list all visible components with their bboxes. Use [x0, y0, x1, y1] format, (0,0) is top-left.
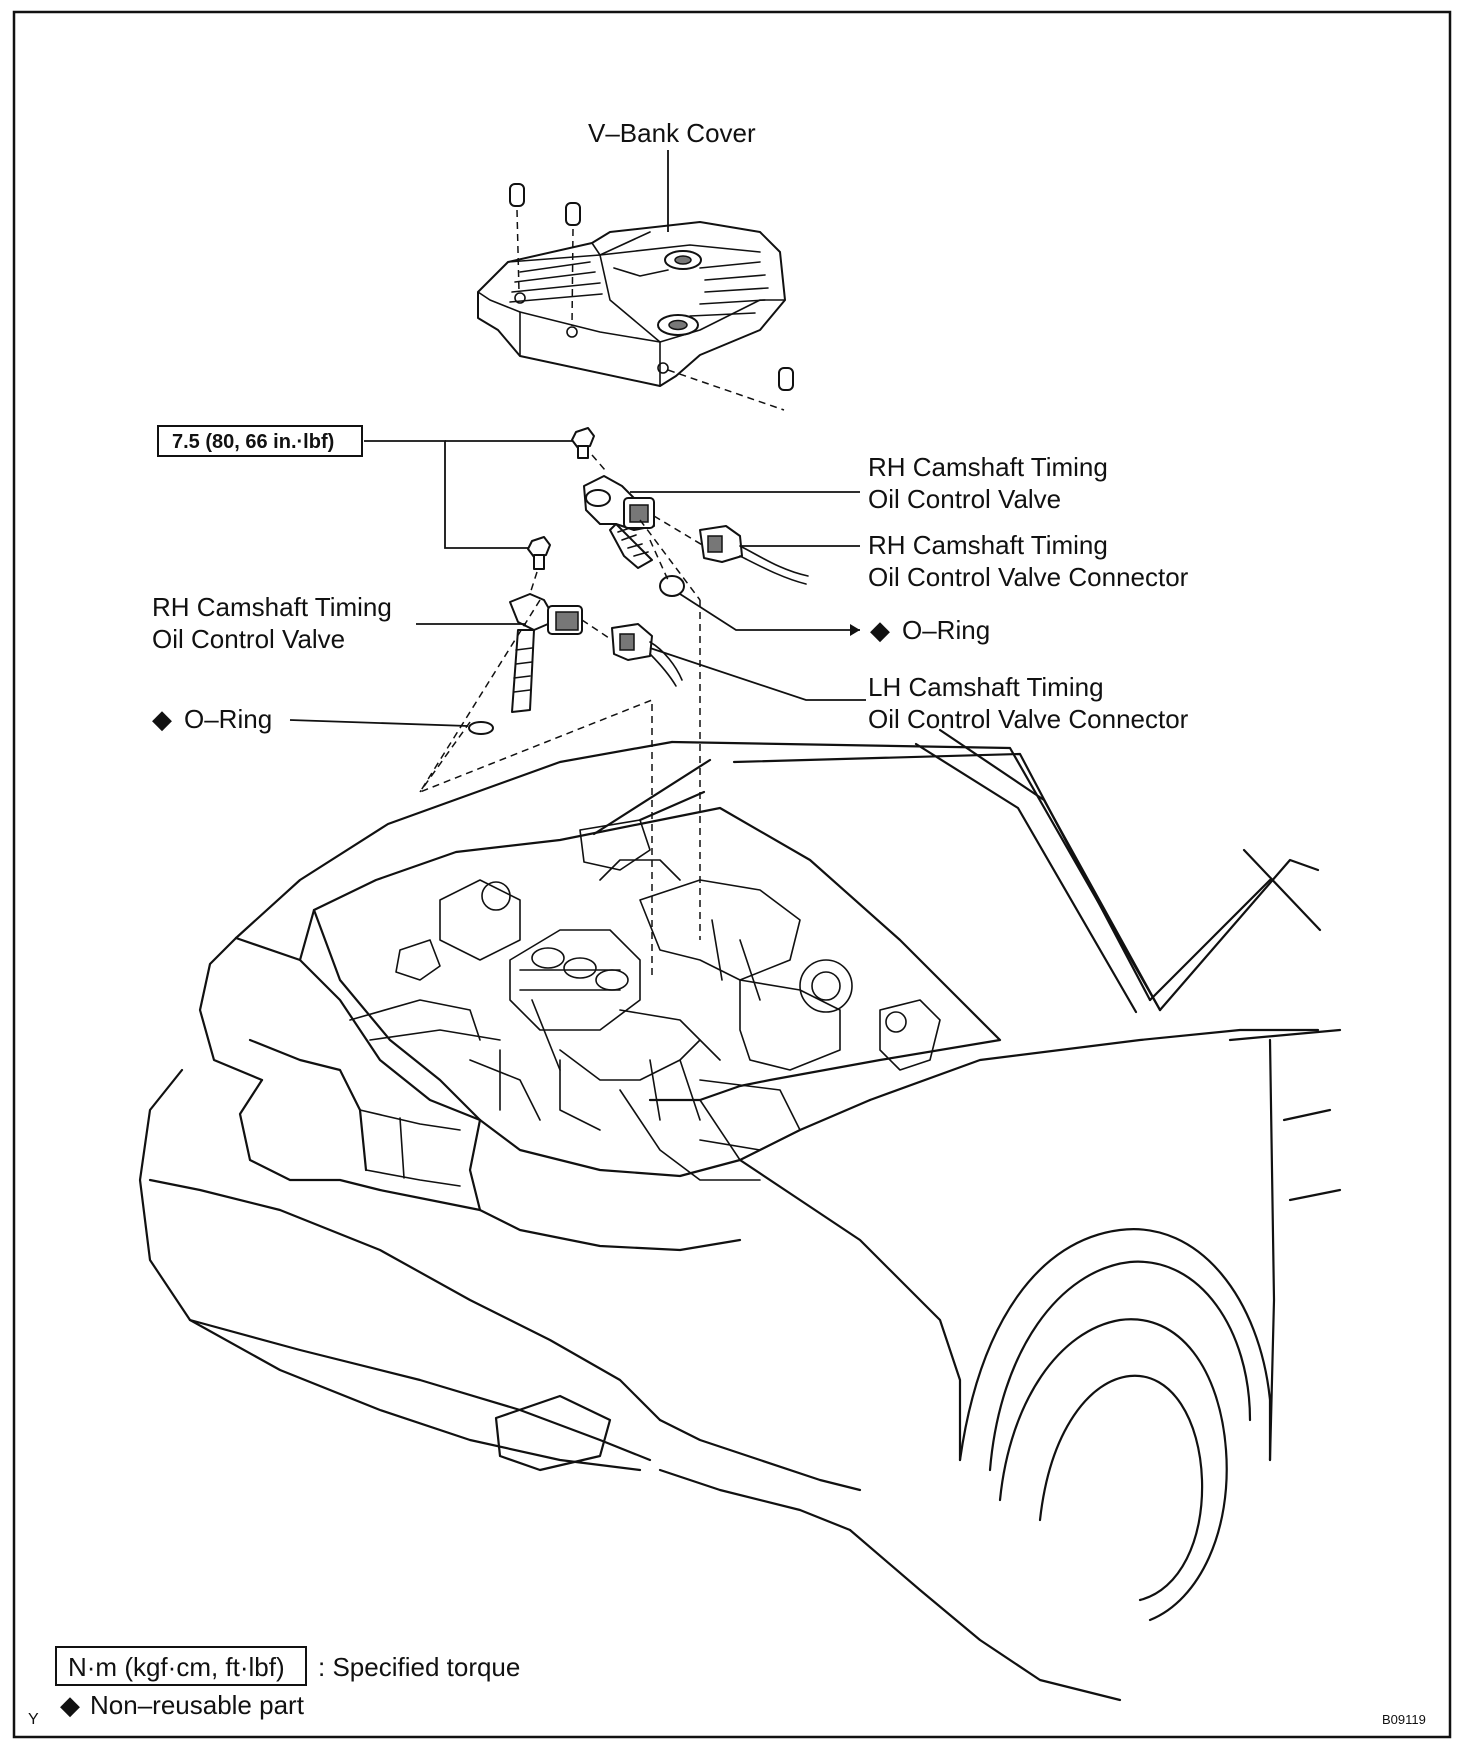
legend-torque-box-text: N·m (kgf·cm, ft·lbf)	[68, 1652, 285, 1682]
rh-valve-label-line1: RH Camshaft Timing	[868, 452, 1108, 482]
o-ring-upper-part	[659, 575, 685, 597]
o-ring-lower-part	[468, 721, 494, 735]
v-bank-cover-illustration	[477, 221, 786, 387]
legend-nonreusable-marker: ◆	[60, 1690, 80, 1720]
o-ring-right-marker: ◆	[870, 615, 890, 645]
legend-torque-text: : Specified torque	[318, 1652, 520, 1682]
bolt-upper	[571, 427, 606, 471]
diagram-frame	[12, 10, 1452, 1739]
rh-connector-part	[699, 525, 809, 585]
vehicle-illustration	[138, 728, 1342, 1702]
rh-connector-label-line1: RH Camshaft Timing	[868, 530, 1108, 560]
corner-mark: Y	[28, 1711, 39, 1728]
v-bank-cover-label: V–Bank Cover	[588, 118, 756, 148]
torque-value-label: 7.5 (80, 66 in.·lbf)	[172, 431, 334, 453]
lh-oil-control-valve-part	[509, 593, 583, 713]
bolt-lower	[527, 536, 551, 601]
rh-oil-control-valve-part	[583, 475, 655, 569]
left-valve-label-line2: Oil Control Valve	[152, 624, 345, 654]
lh-connector-label-line1: LH Camshaft Timing	[868, 672, 1104, 702]
o-ring-left-marker: ◆	[152, 704, 172, 734]
rh-connector-label-line2: Oil Control Valve Connector	[868, 562, 1189, 592]
o-ring-left-label: O–Ring	[184, 704, 272, 734]
left-valve-label-line1: RH Camshaft Timing	[152, 592, 392, 622]
legend-torque-box	[55, 1646, 307, 1686]
torque-value-box	[157, 425, 363, 457]
lh-connector-part	[611, 623, 683, 687]
legend-nonreusable-text: Non–reusable part	[90, 1690, 305, 1720]
grommet-parts	[509, 183, 794, 411]
o-ring-right-label: O–Ring	[902, 615, 990, 645]
figure-code: B09119	[1382, 1712, 1426, 1727]
rh-valve-label-line2: Oil Control Valve	[868, 484, 1061, 514]
lh-connector-label-line2: Oil Control Valve Connector	[868, 704, 1189, 734]
o-ring-right-arrow	[850, 624, 860, 636]
